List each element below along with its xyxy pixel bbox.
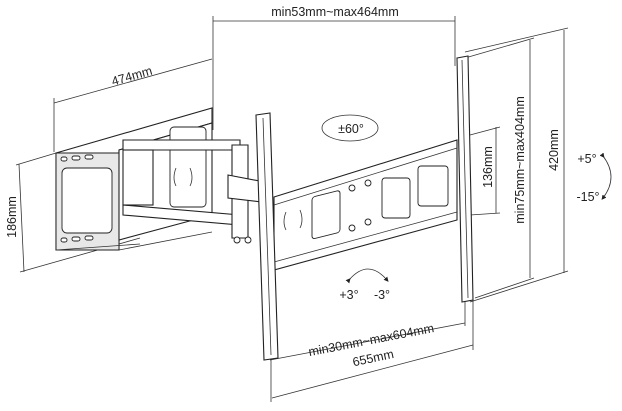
rotate-arrow-icon <box>345 268 389 284</box>
tv-rail-left <box>255 112 279 361</box>
wall-plate-width-label: 474mm <box>110 64 154 89</box>
tv-crossbar <box>273 139 458 271</box>
tilt-up-label: +5° <box>577 152 596 166</box>
swivel-angle-label: ±60° <box>338 122 364 136</box>
rotate-plus-label: +3° <box>339 288 358 302</box>
swivel-indicator-icon <box>321 114 379 142</box>
dimension-lines <box>15 16 569 402</box>
vesa-vertical-range-label: min75mm~max404mm <box>513 96 527 223</box>
vesa-vertical-small-label: 136mm <box>481 146 495 188</box>
tv-rail-right <box>456 55 474 303</box>
tilt-arrow-icon <box>599 152 612 200</box>
tilt-down-label: -15° <box>576 190 599 204</box>
wall-plate-height-label: 186mm <box>5 196 19 238</box>
tv-bracket-height-label: 420mm <box>547 129 561 171</box>
rotate-minus-label: -3° <box>374 288 390 302</box>
tv-bracket-width-label: 655mm <box>351 347 395 369</box>
arm-extension-label: min53mm~max464mm <box>271 5 398 19</box>
